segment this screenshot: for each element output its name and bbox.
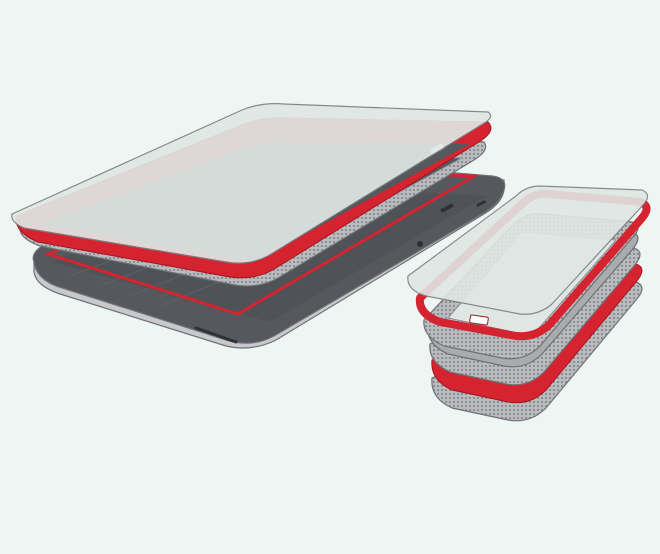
tablet-port-icon [417, 241, 423, 247]
